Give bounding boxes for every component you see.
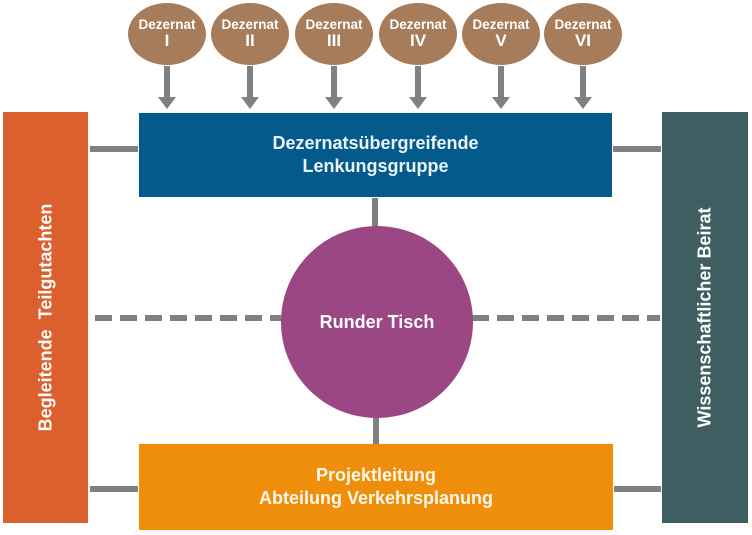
- arrow-down-icon: [247, 66, 253, 97]
- projektleitung-line2: Abteilung Verkehrsplanung: [258, 488, 494, 508]
- dashed-line-left: [95, 315, 281, 321]
- arrow-head-icon: [492, 97, 510, 109]
- dashed-line-right: [472, 315, 660, 321]
- dezernat-label: Dezernat: [554, 16, 612, 32]
- dezernat-label: Dezernat: [389, 16, 447, 32]
- arrow-down-icon: [164, 66, 170, 97]
- teilgutachten-bar: Begleitende Teilgutachten: [3, 112, 88, 523]
- connector-circle-top: [372, 198, 378, 226]
- dezernat-numeral: VI: [574, 31, 592, 51]
- arrow-down-icon: [580, 66, 586, 97]
- connector-right-bottom: [614, 486, 661, 492]
- arrow-down-icon: [331, 66, 337, 97]
- dezernat-label: Dezernat: [472, 16, 530, 32]
- arrow-head-icon: [574, 97, 592, 109]
- arrow-head-icon: [325, 97, 343, 109]
- connector-left-bottom: [90, 486, 138, 492]
- dezernat-numeral: IV: [409, 31, 427, 51]
- dezernat-numeral: II: [245, 31, 255, 51]
- arrow-down-icon: [415, 66, 421, 97]
- projektleitung-box: Projektleitung Abteilung Verkehrsplanung: [139, 444, 613, 530]
- dezernat-numeral: I: [164, 31, 170, 51]
- teilgutachten-label: Begleitende Teilgutachten: [35, 203, 56, 432]
- dezernat-label: Dezernat: [305, 16, 363, 32]
- beirat-bar: Wissenschaftlicher Beirat: [662, 112, 748, 523]
- dezernat-numeral: V: [495, 31, 507, 51]
- runder-tisch-circle: Runder Tisch: [281, 226, 473, 418]
- dezernat-numeral: III: [326, 31, 342, 51]
- dezernat-label: Dezernat: [221, 16, 279, 32]
- connector-circle-bottom: [373, 418, 379, 444]
- connector-right-top: [613, 146, 661, 152]
- lenkungsgruppe-box: Dezernatsübergreifende Lenkungsgruppe: [139, 113, 612, 197]
- arrow-head-icon: [241, 97, 259, 109]
- arrow-down-icon: [498, 66, 504, 97]
- arrow-head-icon: [409, 97, 427, 109]
- lenkungsgruppe-line1: Dezernatsübergreifende: [272, 132, 479, 153]
- arrow-head-icon: [158, 97, 176, 109]
- lenkungsgruppe-line2: Lenkungsgruppe: [302, 156, 449, 176]
- dezernat-label: Dezernat: [138, 16, 196, 32]
- beirat-label: Wissenschaftlicher Beirat: [694, 207, 715, 428]
- connector-left-top: [90, 146, 138, 152]
- runder-tisch-label: Runder Tisch: [319, 311, 435, 332]
- projektleitung-line1: Projektleitung: [315, 464, 436, 485]
